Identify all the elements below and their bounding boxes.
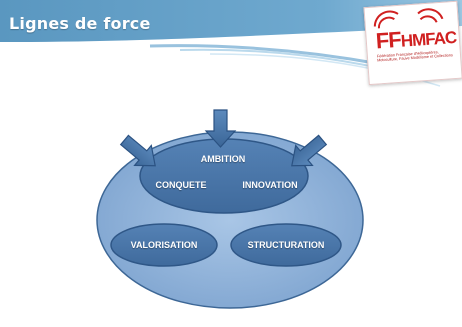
- arrow-down-left-icon: [291, 134, 328, 167]
- label-innovation: INNOVATION: [242, 180, 298, 190]
- ffhmfac-logo: FFHMFAC Fédération Française d'Hélicoptè…: [363, 0, 462, 86]
- label-structuration: STRUCTURATION: [247, 240, 325, 250]
- label-conquete: CONQUETE: [155, 180, 207, 190]
- label-ambition: AMBITION: [200, 154, 246, 164]
- arrow-down-right-icon: [119, 134, 156, 167]
- label-valorisation: VALORISATION: [130, 240, 198, 250]
- radio-waves-icon: [373, 8, 444, 29]
- header-band: Lignes de force: [0, 0, 462, 90]
- valorisation-ellipse: [110, 223, 218, 267]
- structuration-ellipse: [230, 223, 342, 267]
- core-ellipse: [139, 138, 309, 214]
- slide-title: Lignes de force: [9, 14, 151, 33]
- arrow-down-icon: [204, 109, 237, 148]
